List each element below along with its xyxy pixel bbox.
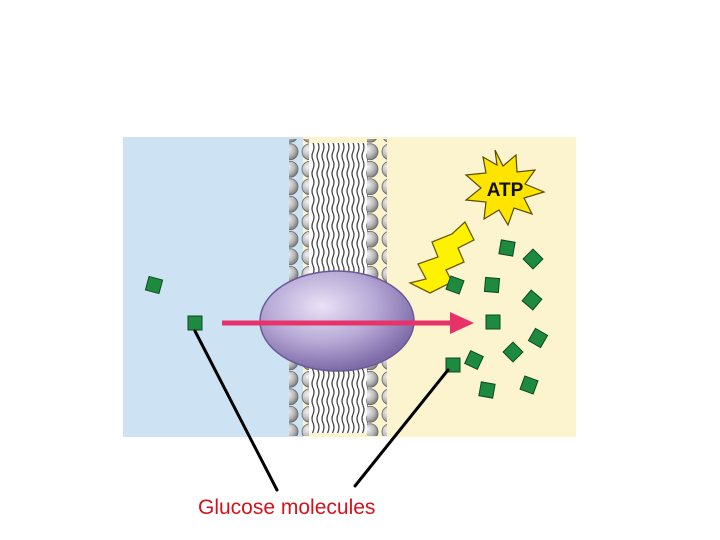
glucose-molecule [502,341,524,363]
glucose-molecule [464,350,484,370]
glucose-molecule [445,275,465,295]
glucose-molecule [483,276,501,294]
glucose-molecule [485,314,501,330]
glucose-molecule [187,315,203,331]
glucose-molecules [144,239,549,399]
glucose-molecule [527,327,549,349]
glucose-molecule [445,357,461,373]
glucose-molecules-caption: Glucose molecules [198,496,376,519]
transport-arrow [222,312,474,334]
energy-lightning-icon [408,220,475,294]
glucose-molecule [498,239,516,257]
glucose-molecule [144,275,164,295]
atp-burst-icon: ATP [464,149,546,227]
glucose-molecule [521,289,543,311]
glucose-molecule [522,248,544,270]
glucose-molecule [478,381,496,399]
glucose-molecule [519,375,539,395]
caption-pointer-lines [193,329,450,492]
atp-label: ATP [487,180,524,201]
